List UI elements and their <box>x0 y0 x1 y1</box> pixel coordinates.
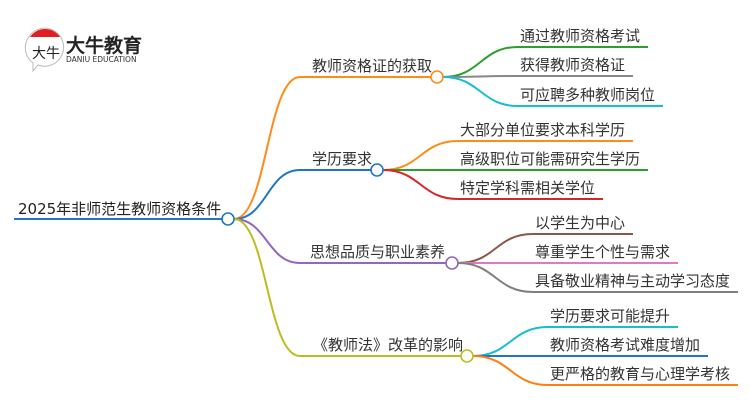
collapse-toggle-icon[interactable] <box>460 349 474 363</box>
collapse-toggle-icon[interactable] <box>430 70 444 84</box>
child-connector <box>472 326 549 357</box>
branch-topic[interactable]: 学历要求 <box>312 150 372 168</box>
child-topic[interactable]: 获得教师资格证 <box>520 56 625 74</box>
collapse-toggle-icon[interactable] <box>370 163 384 177</box>
child-topic[interactable]: 可应聘多种教师岗位 <box>520 86 655 104</box>
collapse-toggle-icon[interactable] <box>445 256 459 270</box>
child-topic[interactable]: 通过教师资格考试 <box>520 27 640 45</box>
logo-bubble-icon <box>24 27 65 73</box>
child-connector <box>472 355 549 386</box>
child-topic[interactable]: 教师资格考试难度增加 <box>550 336 700 354</box>
branch-connector <box>233 76 301 220</box>
child-topic[interactable]: 以学生为中心 <box>535 214 625 232</box>
logo-name-cn: 大牛教育 <box>66 34 142 57</box>
child-connector <box>382 140 459 171</box>
logo: 大牛 大牛教育 DANIU EDUCATION <box>24 27 142 73</box>
branch-connector <box>233 218 301 264</box>
child-topic[interactable]: 大部分单位要求本科学历 <box>460 121 625 139</box>
branch-topic[interactable]: 《教师法》改革的影响 <box>313 336 463 354</box>
logo-name-en: DANIU EDUCATION <box>66 55 137 64</box>
logo-red-arc <box>30 28 60 37</box>
child-topic[interactable]: 特定学科需相关学位 <box>460 179 595 197</box>
child-connector <box>442 76 519 107</box>
child-connector <box>457 262 534 293</box>
collapse-toggle-icon[interactable] <box>221 212 235 226</box>
branch-connector <box>233 218 301 357</box>
child-connector <box>442 75 519 78</box>
branch-connector <box>233 169 301 220</box>
child-connector <box>382 169 459 200</box>
child-connector <box>457 233 534 264</box>
child-topic[interactable]: 尊重学生个性与需求 <box>535 243 670 261</box>
child-topic[interactable]: 更严格的教育与心理学考核 <box>550 365 730 383</box>
child-connector <box>442 46 519 78</box>
child-topic[interactable]: 高级职位可能需研究生学历 <box>460 150 640 168</box>
logo-mark: 大牛 <box>32 46 60 62</box>
branch-topic[interactable]: 教师资格证的获取 <box>312 57 432 75</box>
child-topic[interactable]: 学历要求可能提升 <box>550 307 670 325</box>
branch-topic[interactable]: 思想品质与职业素养 <box>310 243 445 261</box>
child-topic[interactable]: 具备敬业精神与主动学习态度 <box>535 272 730 290</box>
root-topic[interactable]: 2025年非师范生教师资格条件 <box>18 200 221 218</box>
